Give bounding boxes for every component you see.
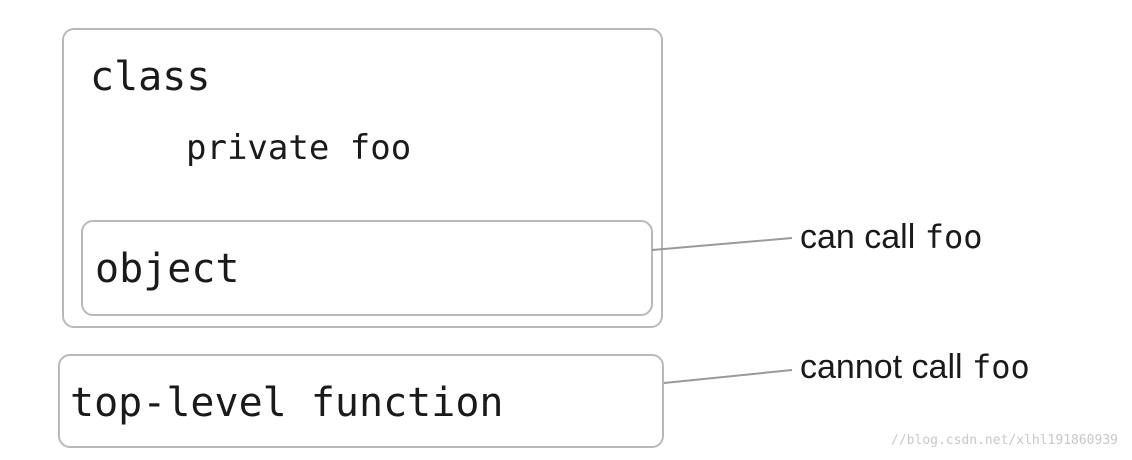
watermark: //blog.csdn.net/xlhl191860939 (891, 433, 1118, 448)
object-box: object (81, 220, 653, 316)
class-keyword: class (90, 54, 211, 100)
can-call-annotation: can call foo (800, 220, 983, 254)
can-call-text: can call (800, 218, 916, 256)
top-level-function-box: top-level function (58, 354, 664, 448)
class-box: class private foo object (62, 28, 663, 328)
can-call-code: foo (924, 218, 983, 256)
cannot-call-connector (663, 369, 793, 384)
object-label: object (95, 246, 240, 292)
private-member-label: private foo (186, 128, 412, 168)
can-call-connector (651, 237, 793, 251)
top-level-function-label: top-level function (70, 380, 504, 426)
cannot-call-code: foo (972, 348, 1030, 386)
cannot-call-annotation: cannot call foo (800, 350, 1030, 384)
cannot-call-text: cannot call (800, 348, 963, 386)
